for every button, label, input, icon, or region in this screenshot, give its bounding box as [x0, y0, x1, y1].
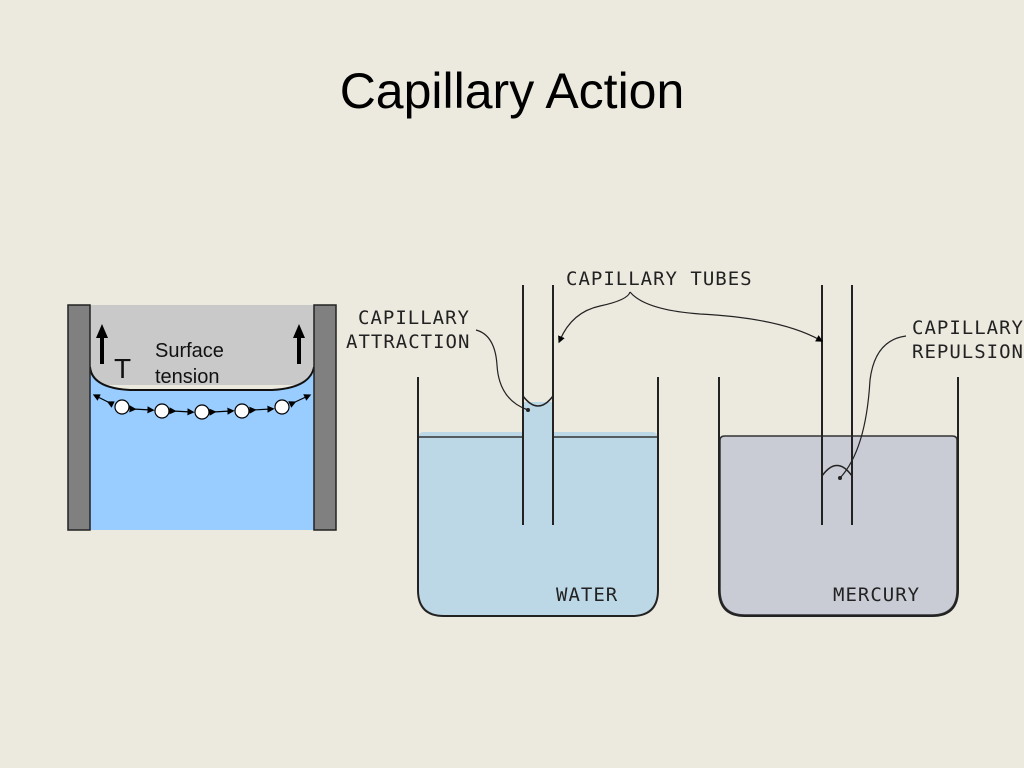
- leader-line: [475, 329, 529, 411]
- molecule: [234, 403, 250, 419]
- tension-arrow-right-icon: [293, 324, 305, 364]
- tension-symbol: T: [114, 353, 131, 384]
- leader-line: [558, 291, 631, 344]
- molecule: [154, 403, 170, 419]
- slide-title: Capillary Action: [339, 63, 685, 119]
- leader-dot: [526, 408, 530, 412]
- molecule: [114, 399, 130, 415]
- molecule: [274, 399, 290, 415]
- mercury-label: MERCURY: [833, 584, 920, 606]
- tension-arrow-left-icon: [96, 324, 108, 364]
- capillary-repulsion-label-2: REPULSION: [912, 341, 1024, 363]
- concave-meniscus: [522, 395, 554, 407]
- liquid-column: [90, 367, 314, 530]
- leader-line: [629, 291, 824, 342]
- mercury-beaker: MERCURY: [718, 285, 959, 617]
- surface-label: Surface: [155, 340, 224, 362]
- air-region: [90, 305, 314, 385]
- capillary-attraction-label-1: CAPILLARY: [358, 307, 470, 329]
- bond-arrow-icon: [92, 394, 115, 408]
- bond-arrow-icon: [209, 407, 235, 416]
- leader-lines: [475, 291, 907, 479]
- bond-arrow-icon: [288, 394, 312, 408]
- tension-label: tension: [155, 366, 220, 388]
- surface-tension-diagram: T Surface tension: [67, 304, 337, 531]
- tube-wall-right: [313, 304, 337, 531]
- capillary-tubes-label: CAPILLARY TUBES: [566, 268, 753, 290]
- water-label: WATER: [556, 584, 618, 606]
- capillary-tubes-diagram: WATER MERCURY CAPILLARY TUBES CAPILLARY …: [346, 268, 1024, 617]
- water-beaker: WATER: [417, 285, 659, 617]
- leader-dot: [838, 476, 842, 480]
- bond-arrow-icon: [169, 407, 195, 416]
- mercury-tube-column: [822, 470, 852, 525]
- leader-line: [839, 335, 907, 479]
- mercury-beaker-outline: [718, 377, 959, 617]
- capillary-repulsion-label-1: CAPILLARY: [912, 317, 1024, 339]
- water-beaker-outline: [417, 377, 659, 617]
- capillary-attraction-label-2: ATTRACTION: [346, 331, 470, 353]
- bond-arrow-icon: [129, 405, 155, 414]
- molecule: [194, 404, 210, 420]
- tube-wall-left: [67, 304, 91, 531]
- meniscus-line: [89, 366, 315, 391]
- bond-arrow-icon: [249, 405, 275, 414]
- molecule-chain: [92, 394, 312, 420]
- water-tube-column: [523, 402, 553, 525]
